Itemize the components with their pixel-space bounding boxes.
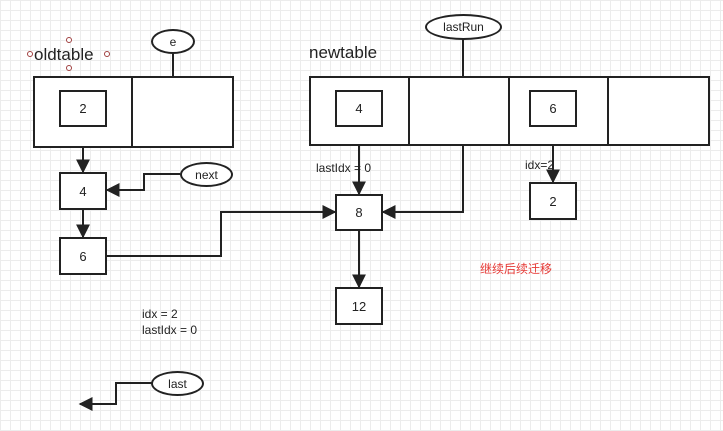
arrow-next-to-old-4: [105, 173, 180, 197]
oldtable-label: oldtable: [34, 45, 94, 64]
oldtable-divider: [131, 76, 133, 148]
selection-handle-right: [104, 51, 110, 57]
oldtable-array[interactable]: [33, 76, 234, 148]
pointer-last[interactable]: last: [151, 371, 204, 396]
pointer-lastrun[interactable]: lastRun: [425, 14, 502, 40]
pointer-e[interactable]: e: [151, 29, 195, 54]
old-node-2[interactable]: 2: [59, 90, 107, 127]
annotation-idx-new: idx=2: [525, 158, 555, 172]
new-node-12[interactable]: 12: [335, 287, 383, 325]
annotation-idx: idx = 2: [142, 307, 178, 321]
annotation-continue-migrate: 继续后续迁移: [480, 262, 553, 276]
new-node-2[interactable]: 2: [529, 182, 577, 220]
annotation-lastidx: lastIdx = 0: [142, 323, 198, 337]
selection-handle-left: [27, 51, 33, 57]
pointer-next[interactable]: next: [180, 162, 233, 187]
selection-handle-top: [66, 37, 72, 43]
selection-handle-bottom: [66, 65, 72, 71]
newtable-divider-1: [408, 76, 410, 146]
newtable-divider-3: [607, 76, 609, 146]
arrow-old-6-to-new-8: [107, 205, 337, 257]
annotation-lastidx-new: lastIdx = 0: [316, 161, 372, 175]
new-node-6[interactable]: 6: [529, 90, 577, 127]
newtable-divider-2: [508, 76, 510, 146]
new-node-8[interactable]: 8: [335, 194, 383, 231]
new-node-4[interactable]: 4: [335, 90, 383, 127]
old-node-6[interactable]: 6: [59, 237, 107, 275]
newtable-label: newtable: [309, 43, 378, 62]
old-node-4[interactable]: 4: [59, 172, 107, 210]
arrow-last-pointer: [78, 382, 152, 411]
